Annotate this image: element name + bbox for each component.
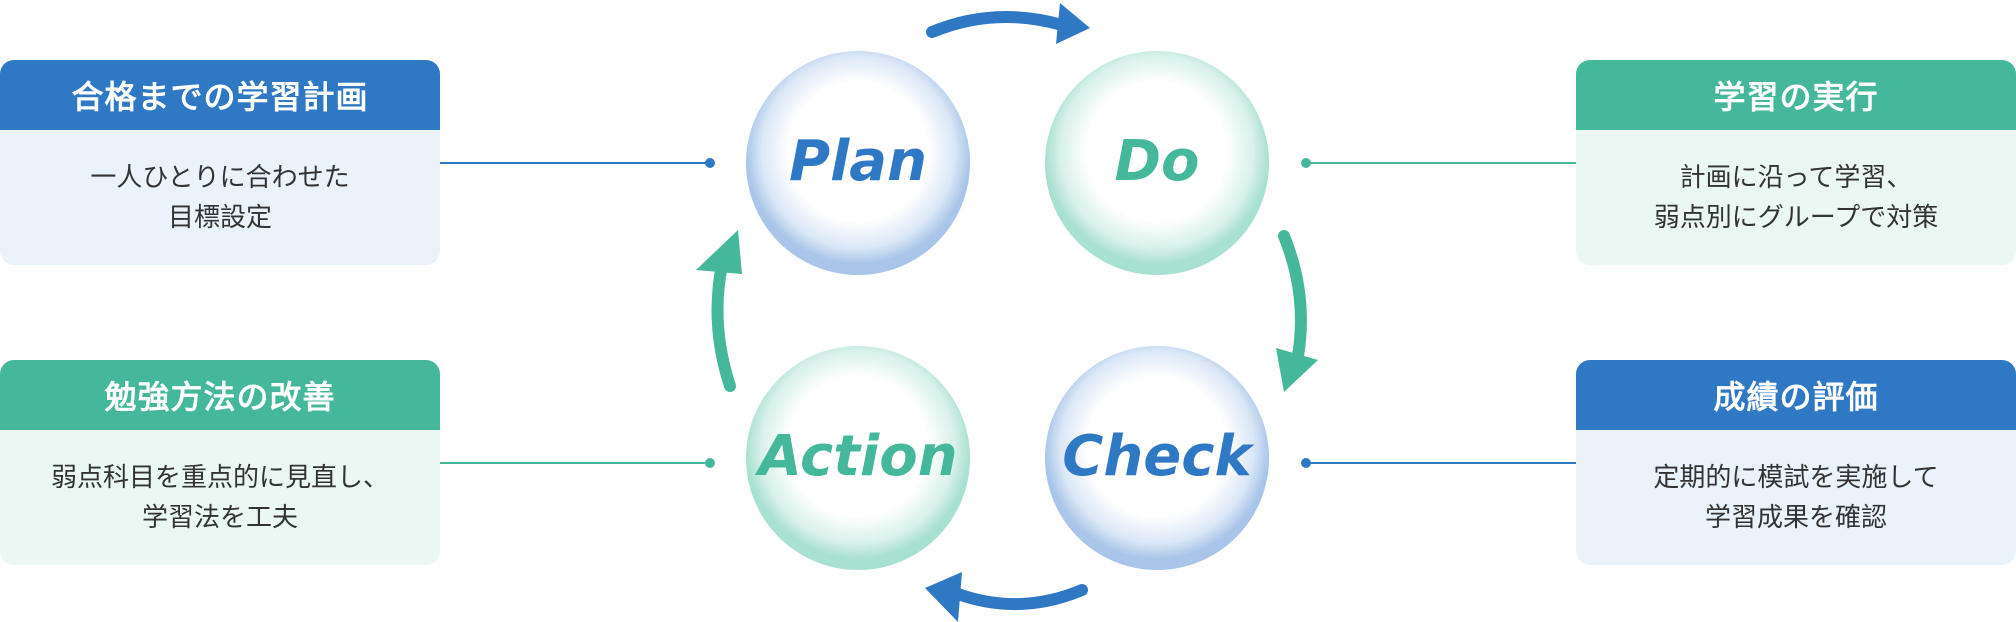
arrow-do-to-check-icon	[1276, 230, 1318, 392]
do-card-body: 計画に沿って学習、 弱点別にグループで対策	[1576, 130, 2016, 265]
check-card-line-1: 定期的に模試を実施して	[1653, 462, 1939, 493]
check-circle: Check	[1045, 346, 1269, 570]
check-card-body: 定期的に模試を実施して 学習成果を確認	[1576, 430, 2016, 565]
do-card-title: 学習の実行	[1576, 60, 2016, 130]
action-card-title: 勉強方法の改善	[0, 360, 440, 430]
plan-card-title: 合格までの学習計画	[0, 60, 440, 130]
action-circle: Action	[746, 346, 970, 570]
check-card: 成績の評価 定期的に模試を実施して 学習成果を確認	[1576, 360, 2016, 565]
plan-card-line-2: 目標設定	[167, 202, 272, 233]
arrow-check-to-action-icon	[925, 572, 1088, 622]
action-card-body: 弱点科目を重点的に見直し、 学習法を工夫	[0, 430, 440, 565]
action-card-line-1: 弱点科目を重点的に見直し、	[50, 462, 389, 493]
arrow-action-to-plan-icon	[696, 230, 742, 392]
connector-plan	[440, 158, 715, 168]
connector-do	[1301, 158, 1576, 168]
check-card-title: 成績の評価	[1576, 360, 2016, 430]
check-card-line-2: 学習成果を確認	[1704, 502, 1887, 533]
connector-check	[1301, 458, 1576, 468]
action-label: Action	[754, 424, 957, 489]
do-label: Do	[1115, 129, 1200, 194]
do-card: 学習の実行 計画に沿って学習、 弱点別にグループで対策	[1576, 60, 2016, 265]
plan-label: Plan	[789, 129, 927, 194]
plan-circle: Plan	[746, 51, 970, 275]
check-label: Check	[1062, 424, 1255, 489]
do-card-line-1: 計画に沿って学習、	[1679, 162, 1913, 193]
arrow-plan-to-do-icon	[926, 3, 1090, 44]
action-card: 勉強方法の改善 弱点科目を重点的に見直し、 学習法を工夫	[0, 360, 440, 565]
plan-card-line-1: 一人ひとりに合わせた	[90, 162, 350, 193]
do-card-line-2: 弱点別にグループで対策	[1653, 202, 1939, 233]
connector-action	[440, 458, 715, 468]
plan-card-body: 一人ひとりに合わせた 目標設定	[0, 130, 440, 265]
do-circle: Do	[1045, 51, 1269, 275]
plan-card: 合格までの学習計画 一人ひとりに合わせた 目標設定	[0, 60, 440, 265]
action-card-line-2: 学習法を工夫	[141, 502, 298, 533]
